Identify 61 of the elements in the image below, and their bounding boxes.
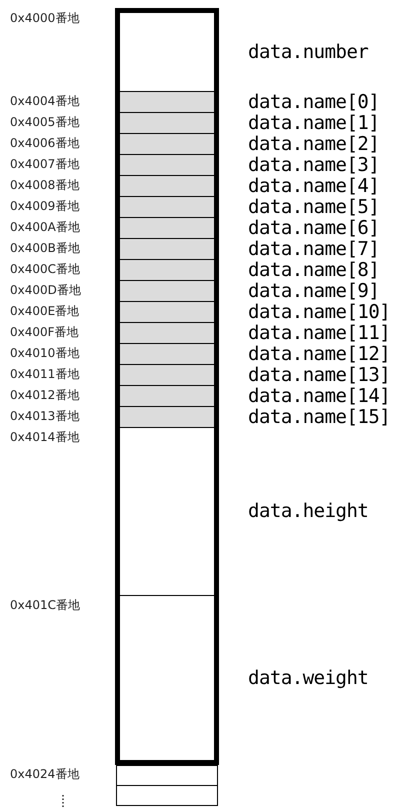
address-label: 0x400B番地 [10,240,81,256]
address-label: 0x401C番地 [10,597,82,613]
memory-cell [119,112,215,134]
field-name: data.number [248,42,368,62]
memory-cell [119,196,215,218]
memory-cell [119,280,215,302]
memory-cell [119,385,215,407]
address-label: 0x4024番地 [10,766,80,782]
address-label: 0x400A番地 [10,219,81,235]
memory-block [115,8,219,765]
address-label: 0x4013番地 [10,408,80,424]
memory-cell [119,427,215,596]
field-name: data.name[4] [248,176,380,196]
memory-cell [119,175,215,197]
memory-cell [119,259,215,281]
memory-cell [119,595,215,761]
address-label: 0x4014番地 [10,429,80,445]
field-name: data.name[7] [248,238,380,260]
address-label: 0x4004番地 [10,93,80,109]
memory-cell [119,217,215,239]
field-name: data.name[15] [248,406,390,428]
memory-cell [116,765,218,786]
memory-cell [119,343,215,365]
address-label: 0x4005番地 [10,114,80,130]
address-label: 0x400C番地 [10,261,82,277]
field-name: data.name[0] [248,92,380,112]
memory-cell [119,406,215,428]
address-label: 0x400E番地 [10,303,80,319]
field-name: data.name[2] [248,134,380,154]
field-name: data.weight [248,668,368,688]
field-name: data.name[9] [248,280,380,302]
memory-cell [119,133,215,155]
field-name: data.name[14] [248,386,390,406]
address-label: 0x4006番地 [10,135,80,151]
field-name: data.name[6] [248,218,380,238]
field-name: data.name[3] [248,154,380,176]
field-name: data.name[12] [248,344,390,364]
field-name: data.name[5] [248,196,380,218]
memory-cell [119,301,215,323]
memory-cell [119,154,215,176]
memory-cell [116,785,218,806]
address-label: 0x4012番地 [10,387,80,403]
field-name: data.name[8] [248,260,380,280]
memory-cell [119,91,215,113]
address-label: 0x4000番地 [10,10,80,26]
address-label: 0x4011番地 [10,366,80,382]
memory-cell [119,322,215,344]
field-name: data.height [248,501,368,522]
address-label: 0x4009番地 [10,198,80,214]
memory-cell [119,238,215,260]
memory-cell [119,364,215,386]
address-label: 0x400F番地 [10,324,80,340]
address-label: 0x4010番地 [10,345,80,361]
field-name: data.name[10] [248,302,390,322]
field-name: data.name[11] [248,322,390,344]
field-name: data.name[13] [248,364,390,386]
address-label: 0x400D番地 [10,282,82,298]
memory-cell [119,12,215,92]
address-label: 0x4007番地 [10,156,80,172]
field-name: data.name[1] [248,112,380,134]
address-label: 0x4008番地 [10,177,80,193]
